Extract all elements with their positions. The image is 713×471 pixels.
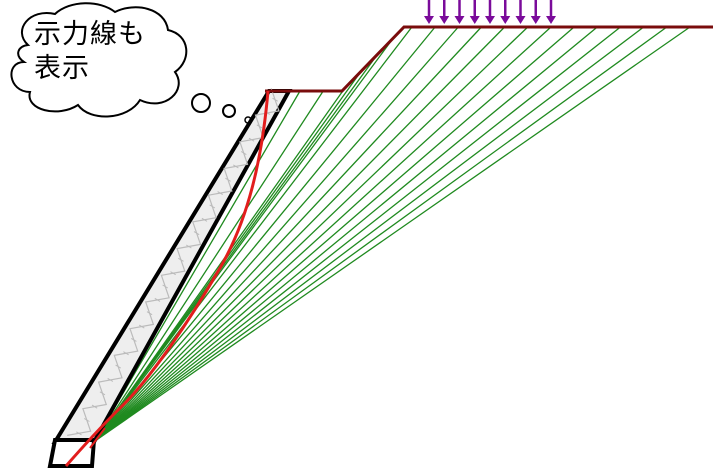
lattice-tick xyxy=(256,124,263,129)
lattice-tick xyxy=(217,191,223,196)
slip-line xyxy=(94,26,598,442)
slip-line xyxy=(94,26,413,442)
lattice-tick xyxy=(99,391,106,396)
down-arrow-icon xyxy=(530,0,541,24)
surcharge-load-arrows xyxy=(424,0,556,24)
wall-body xyxy=(51,89,293,444)
callout-line-1: 示力線も xyxy=(34,19,146,50)
slip-lines xyxy=(94,26,691,442)
lattice-tick xyxy=(107,377,114,382)
slip-line xyxy=(94,26,482,442)
lattice-tick xyxy=(178,257,184,262)
lattice-tick xyxy=(146,311,153,316)
lattice-tick xyxy=(138,324,145,329)
lattice-tick xyxy=(185,244,192,249)
ground-surface-line xyxy=(265,25,713,93)
slip-line xyxy=(94,26,691,442)
lattice-tick xyxy=(76,431,82,436)
slip-line xyxy=(94,26,575,442)
lattice-tick xyxy=(131,337,137,342)
bubble-dot-large xyxy=(191,93,211,113)
lattice-tick xyxy=(240,151,247,156)
slip-line xyxy=(94,26,621,442)
slip-line xyxy=(94,90,324,442)
slip-line xyxy=(94,26,459,442)
lattice-tick xyxy=(170,271,176,276)
lattice-tick xyxy=(193,231,200,236)
slip-line xyxy=(94,26,529,442)
bubble-dot-medium xyxy=(222,104,236,118)
down-arrow-icon xyxy=(439,0,450,24)
slip-line xyxy=(94,26,552,442)
lattice-tick xyxy=(209,204,216,209)
slip-line xyxy=(94,26,645,442)
down-arrow-icon xyxy=(515,0,526,24)
lattice-tick xyxy=(115,364,121,369)
down-arrow-icon xyxy=(500,0,511,24)
lattice-tick xyxy=(272,97,278,102)
slip-line xyxy=(94,26,506,442)
lattice-tick xyxy=(248,137,255,142)
down-arrow-icon xyxy=(424,0,434,24)
lattice-tick xyxy=(233,164,239,169)
callout-text: 示力線も 表示 xyxy=(34,18,184,86)
callout-line-2: 表示 xyxy=(34,53,90,84)
lattice-tick xyxy=(201,217,208,222)
thought-bubble xyxy=(10,2,252,124)
wall-lattice-pattern xyxy=(67,88,280,436)
force-line xyxy=(64,90,270,467)
cloud-shape xyxy=(10,2,188,118)
lattice-tick xyxy=(91,404,98,409)
lattice-zigzag xyxy=(67,88,280,436)
down-arrow-icon xyxy=(485,0,495,24)
slip-line xyxy=(94,37,394,442)
down-arrow-icon xyxy=(546,0,556,24)
lattice-tick xyxy=(225,177,231,182)
lattice-tick xyxy=(123,351,129,356)
slip-line xyxy=(94,26,668,442)
lattice-tick xyxy=(83,418,90,422)
down-arrow-icon xyxy=(469,0,480,24)
retaining-wall xyxy=(47,88,293,468)
down-arrow-icon xyxy=(454,0,465,24)
lattice-tick xyxy=(162,284,169,289)
lattice-tick xyxy=(154,297,161,302)
force-line-tip xyxy=(89,427,106,449)
